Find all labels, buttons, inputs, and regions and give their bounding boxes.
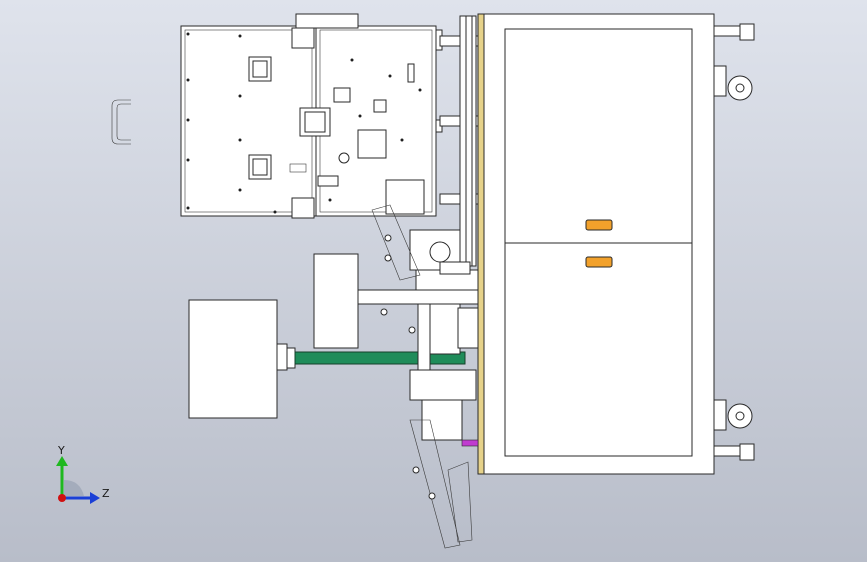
z-axis-label: Z bbox=[102, 487, 110, 500]
axis-triad: Y Z bbox=[56, 444, 110, 504]
central-mechanism bbox=[371, 204, 479, 549]
side-handle bbox=[111, 99, 131, 145]
motor-housing bbox=[313, 253, 479, 349]
upper-middle-panel bbox=[295, 13, 443, 217]
vertical-column bbox=[459, 15, 477, 267]
y-axis-label: Y bbox=[57, 444, 65, 457]
right-cabinet bbox=[477, 13, 715, 475]
upper-left-panel bbox=[180, 25, 317, 219]
control-box bbox=[188, 299, 288, 419]
caster-wheels bbox=[713, 23, 755, 461]
